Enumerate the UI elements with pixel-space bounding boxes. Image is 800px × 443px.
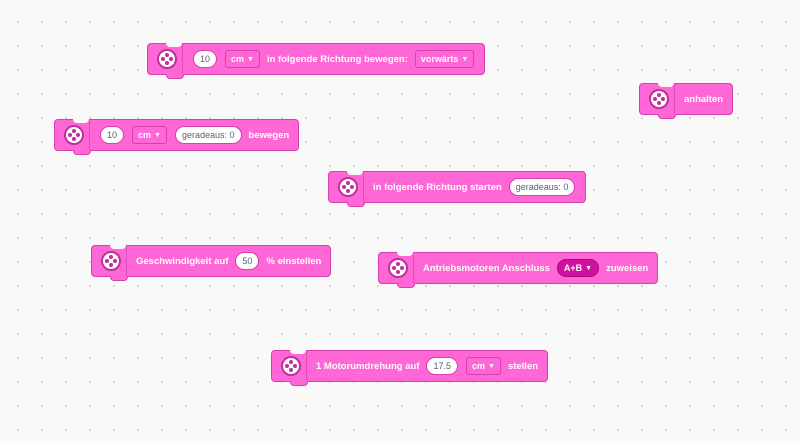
unit-dropdown[interactable]: cm▼ xyxy=(225,50,260,68)
rotation-input[interactable]: 17.5 xyxy=(426,357,458,375)
move-direction-block[interactable]: 10 cm▼ in folgende Richtung bewegen: vor… xyxy=(147,43,486,79)
unit-label: cm xyxy=(138,130,152,140)
motor-icon-container xyxy=(383,253,414,283)
caret-down-icon: ▼ xyxy=(461,55,469,63)
motor-icon-container xyxy=(96,246,127,276)
steer-input[interactable]: geradeaus: 0 xyxy=(174,126,242,144)
stop-block[interactable]: anhalten xyxy=(639,83,734,119)
unit-dropdown[interactable]: cm▼ xyxy=(465,357,501,375)
motor-icon xyxy=(64,125,84,145)
distance-input[interactable]: 10 xyxy=(100,126,125,144)
block-label: in folgende Richtung starten xyxy=(373,181,502,193)
set-speed-block[interactable]: Geschwindigkeit auf 50 % einstellen xyxy=(91,245,332,281)
motor-icon xyxy=(649,89,669,109)
block-label-suffix: zuweisen xyxy=(606,262,649,274)
motor-icon-container xyxy=(333,172,364,202)
motor-icon-container xyxy=(59,120,90,150)
ports-dropdown[interactable]: A+B▼ xyxy=(556,259,600,277)
block-label: Geschwindigkeit auf xyxy=(136,255,229,267)
motor-icon-container xyxy=(276,351,307,381)
motor-icon xyxy=(281,356,301,376)
direction-label: vorwärts xyxy=(420,54,459,64)
motor-icon xyxy=(338,177,358,197)
block-label: Antriebsmotoren Anschluss xyxy=(423,262,550,274)
move-steer-block[interactable]: 10 cm▼ geradeaus: 0 bewegen xyxy=(54,119,300,155)
unit-dropdown[interactable]: cm▼ xyxy=(132,126,167,144)
unit-label: cm xyxy=(471,361,485,371)
motor-icon xyxy=(388,258,408,278)
caret-down-icon: ▼ xyxy=(247,55,254,63)
set-rotation-block[interactable]: 1 Motorumdrehung auf 17.5 cm▼ stellen xyxy=(271,350,549,386)
block-label: in folgende Richtung bewegen: xyxy=(266,53,408,65)
block-label: bewegen xyxy=(248,129,290,141)
start-direction-block[interactable]: in folgende Richtung starten geradeaus: … xyxy=(328,171,587,207)
unit-label: cm xyxy=(231,54,245,64)
caret-down-icon: ▼ xyxy=(154,131,161,139)
motor-icon-container xyxy=(644,84,675,114)
caret-down-icon: ▼ xyxy=(585,264,593,272)
assign-ports-block[interactable]: Antriebsmotoren Anschluss A+B▼ zuweisen xyxy=(378,252,659,288)
block-label: anhalten xyxy=(684,93,724,105)
ports-label: A+B xyxy=(563,263,583,273)
motor-icon xyxy=(157,49,177,69)
block-label-suffix: % einstellen xyxy=(266,255,322,267)
steer-input[interactable]: geradeaus: 0 xyxy=(508,178,576,196)
distance-input[interactable]: 10 xyxy=(193,50,218,68)
speed-input[interactable]: 50 xyxy=(235,252,260,270)
direction-dropdown[interactable]: vorwärts▼ xyxy=(414,50,475,68)
motor-icon-container xyxy=(152,44,183,74)
motor-icon xyxy=(101,251,121,271)
block-label: 1 Motorumdrehung auf xyxy=(316,360,420,372)
block-label-suffix: stellen xyxy=(507,360,539,372)
caret-down-icon: ▼ xyxy=(488,362,495,370)
